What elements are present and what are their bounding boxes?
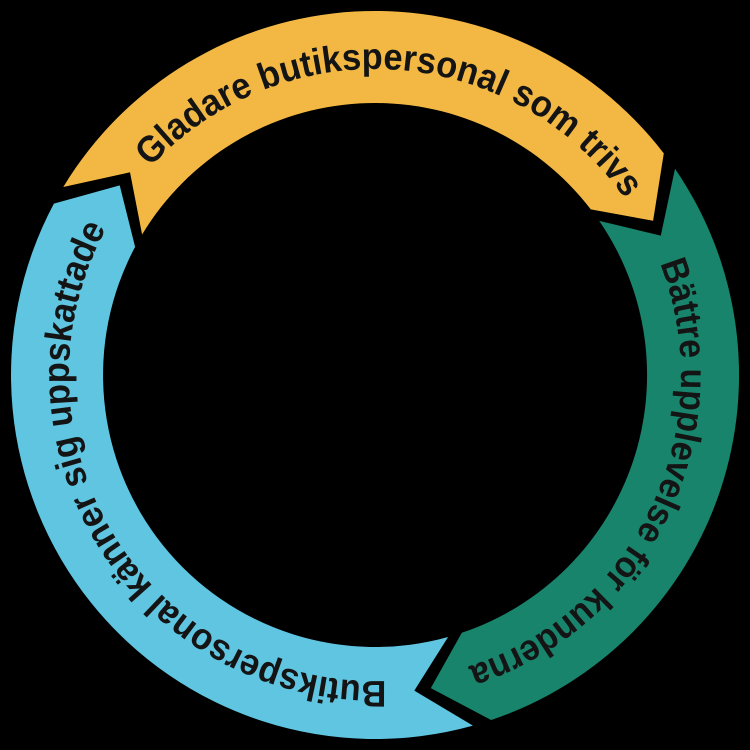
cycle-arrow-left	[11, 185, 473, 740]
cycle-arrow-top	[63, 10, 664, 235]
cycle-arrow-right	[430, 168, 740, 721]
cycle-arrow-left-label-text: Butikspersonal känner sig uppskattade	[36, 213, 387, 714]
cycle-arrow-left-label: Butikspersonal känner sig uppskattade	[36, 213, 387, 714]
